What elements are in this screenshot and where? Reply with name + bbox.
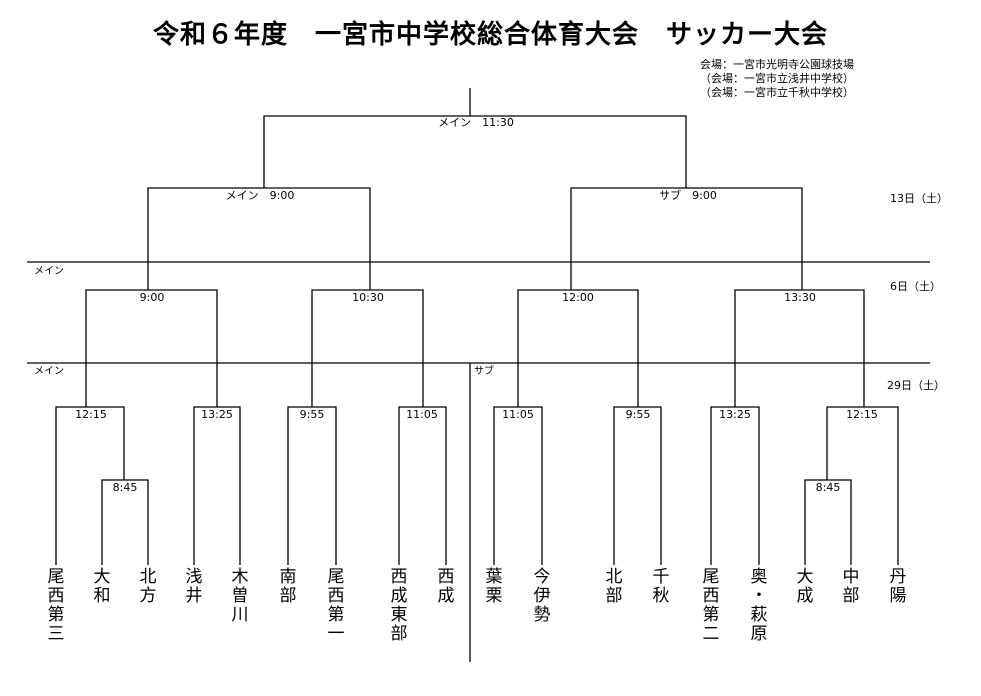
r2-bracket [193,406,241,565]
venue-main: 会場：一宮市光明寺公園球技場 [700,58,854,71]
team-name: 大和 [93,567,111,606]
team-name: 南部 [279,567,297,606]
day-label-29: 29日（土） [887,379,945,392]
match-qf2-label: 10:30 [351,291,385,304]
venue-chiaki: （会場：一宮市立千秋中学校） [700,86,854,99]
match-r8-label: 12:15 [845,408,879,421]
r7-bracket [710,406,760,565]
venue-asai: （会場：一宮市立浅井中学校） [700,72,854,85]
match-r4-label: 11:05 [405,408,439,421]
page-title: 令和６年度 一宮市中学校総合体育大会 サッカー大会 [152,20,828,50]
team-name: 中部 [842,567,860,606]
match-r6-label: 9:55 [624,408,652,421]
match-r2-label: 13:25 [200,408,234,421]
team-name: 尾西第三 [47,567,65,644]
r5-bracket [493,406,543,565]
team-name: 千秋 [652,567,670,606]
team-name: 今伊勢 [533,567,551,625]
r1-bracket [55,406,125,565]
team-name: 奥・萩原 [750,567,768,644]
match-p1-label: 8:45 [111,481,139,494]
match-final-label: メイン 11:30 [437,116,515,129]
match-r5-label: 11:05 [501,408,535,421]
r4-bracket [398,406,447,565]
r8-bracket [826,406,899,565]
match-semi-left-label: メイン 9:00 [224,189,296,202]
team-name: 尾西第二 [702,567,720,644]
team-name: 西成東部 [390,567,408,644]
semi-left-bracket [147,187,371,290]
final-bracket [263,115,687,188]
day-label-13: 13日（土） [890,192,948,205]
section-main-label-lower: メイン [34,366,64,377]
match-p2-label: 8:45 [814,481,842,494]
match-qf1-label: 9:00 [138,291,166,304]
semi-right-bracket [570,187,803,290]
team-name: 西成 [437,567,455,606]
venue-list: 会場：一宮市光明寺公園球技場 （会場：一宮市立浅井中学校） （会場：一宮市立千秋… [700,58,854,100]
qf1-bracket [85,289,218,407]
team-name: 葉栗 [485,567,503,606]
p2-bracket [804,479,852,565]
team-name: 大成 [796,567,814,606]
r6-bracket [613,406,662,565]
team-name: 浅井 [185,567,203,606]
team-name: 丹陽 [889,567,907,606]
r3-bracket [287,406,337,565]
team-name: 北方 [139,567,157,606]
match-qf3-label: 12:00 [561,291,595,304]
qf3-bracket [517,289,639,407]
match-qf4-label: 13:30 [783,291,817,304]
qf2-bracket [311,289,424,407]
match-r7-label: 13:25 [718,408,752,421]
section-main-label: メイン [34,266,64,277]
match-semi-right-label: サブ 9:00 [658,189,718,202]
day-label-6: 6日（土） [890,280,941,293]
p1-bracket [101,479,149,565]
match-r1-label: 12:15 [74,408,108,421]
qf4-bracket [734,289,865,407]
match-r3-label: 9:55 [298,408,326,421]
team-name: 北部 [605,567,623,606]
team-name: 木曽川 [231,567,249,625]
team-name: 尾西第一 [327,567,345,644]
section-sub-label: サブ [474,366,494,377]
